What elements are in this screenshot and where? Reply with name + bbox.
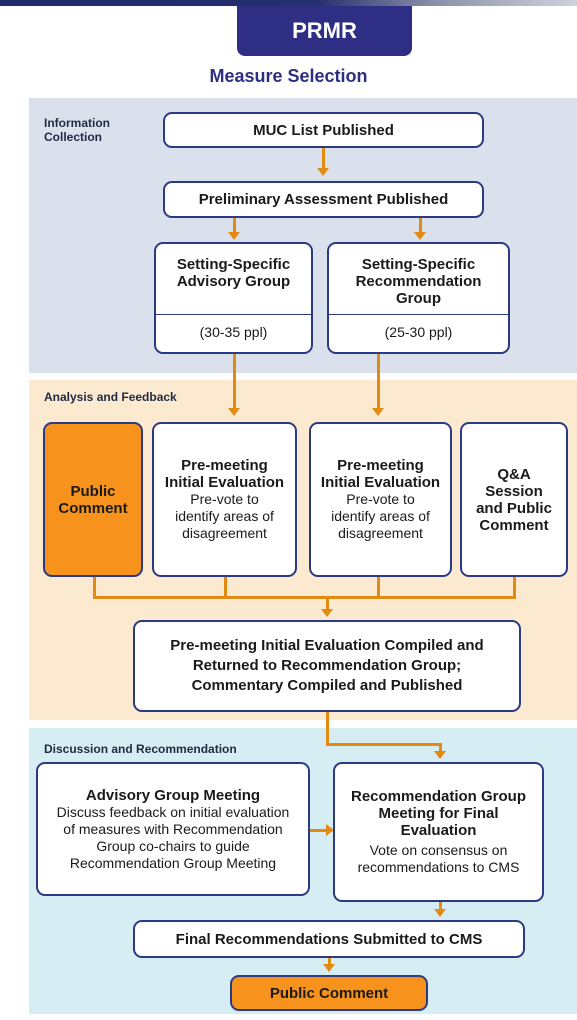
connector-rec-final xyxy=(439,901,442,911)
arrow-to-compiled xyxy=(321,609,333,617)
prmr-tab: PRMR xyxy=(237,6,412,56)
section-label-analysis: Analysis and Feedback xyxy=(44,390,177,404)
section-label-discussion: Discussion and Recommendation xyxy=(44,742,237,756)
pre1-desc: Pre-vote to identify areas of disagreeme… xyxy=(175,491,274,541)
adv-meeting-desc: Discuss feedback on initial evaluation o… xyxy=(56,803,290,871)
prmr-tab-label: PRMR xyxy=(292,18,357,43)
arrow-to-final xyxy=(434,909,446,917)
muc-label: MUC List Published xyxy=(253,121,394,139)
connector-prelim-advisory xyxy=(233,217,236,234)
connector-to-rec-meeting xyxy=(439,743,442,753)
box-recommendation-group-meeting: Recommendation Group Meeting for Final E… xyxy=(333,762,544,902)
connector-compiled-down xyxy=(326,710,329,746)
box-advisory-group: Setting-Specific Advisory Group (30-35 p… xyxy=(154,242,313,354)
connector-prelim-recgroup xyxy=(419,217,422,234)
box-preliminary-assessment: Preliminary Assessment Published xyxy=(163,181,484,218)
pre2-desc: Pre-vote to identify areas of disagreeme… xyxy=(331,491,430,541)
connector-adv-to-rec xyxy=(308,829,328,832)
box-public-comment-final: Public Comment xyxy=(230,975,428,1011)
box-pre-meeting-eval-1: Pre-meeting Initial Evaluation Pre-vote … xyxy=(152,422,297,577)
box-recommendation-group: Setting-Specific Recommendation Group (2… xyxy=(327,242,510,354)
box-final-recommendations: Final Recommendations Submitted to CMS xyxy=(133,920,525,958)
box-qa-session: Q&A Session and Public Comment xyxy=(460,422,568,577)
arrow-to-pre2 xyxy=(372,408,384,416)
box-public-comment-analysis: Public Comment xyxy=(43,422,143,577)
arrow-to-pre1 xyxy=(228,408,240,416)
connector-compiled-right xyxy=(326,743,442,746)
arrow-to-advisory xyxy=(228,232,240,240)
connector-merge-down xyxy=(326,596,329,610)
connector-drop-pre1 xyxy=(224,575,227,598)
connector-drop-pre2 xyxy=(377,575,380,598)
recommendation-group-title: Setting-Specific Recommendation Group xyxy=(355,256,482,307)
arrow-to-recgroup xyxy=(414,232,426,240)
advisory-group-size: (30-35 ppl) xyxy=(156,314,311,341)
compiled-label: Pre-meeting Initial Evaluation Compiled … xyxy=(170,637,484,694)
connector-muc-prelim xyxy=(322,147,325,170)
public-comment-1-label: Public Comment xyxy=(58,482,128,517)
connector-drop-qa xyxy=(513,575,516,598)
rec-meeting-title: Recommendation Group Meeting for Final E… xyxy=(350,788,526,839)
prelim-label: Preliminary Assessment Published xyxy=(198,191,449,208)
connector-final-public xyxy=(328,956,331,966)
adv-meeting-title: Advisory Group Meeting xyxy=(85,786,261,804)
connector-drop-public xyxy=(93,575,96,598)
public-comment-2-label: Public Comment xyxy=(269,984,389,1002)
connector-advisory-pre1 xyxy=(233,353,236,410)
rec-meeting-desc: Vote on consensus on recommendations to … xyxy=(357,842,520,875)
arrow-to-rec-meeting xyxy=(434,751,446,759)
connector-recgroup-pre2 xyxy=(377,353,380,410)
pre2-title: Pre-meeting Initial Evaluation xyxy=(320,457,441,491)
box-evaluation-compiled: Pre-meeting Initial Evaluation Compiled … xyxy=(133,620,521,712)
diagram-subtitle: Measure Selection xyxy=(209,66,368,86)
advisory-group-title: Setting-Specific Advisory Group xyxy=(176,256,291,290)
box-pre-meeting-eval-2: Pre-meeting Initial Evaluation Pre-vote … xyxy=(309,422,452,577)
connector-merge-line xyxy=(93,596,516,599)
arrow-to-prelim xyxy=(317,168,329,176)
arrow-to-public-comment xyxy=(323,964,335,972)
qa-label: Q&A Session and Public Comment xyxy=(476,465,552,534)
pre1-title: Pre-meeting Initial Evaluation xyxy=(164,457,285,491)
final-label: Final Recommendations Submitted to CMS xyxy=(175,930,483,948)
section-label-information: Information Collection xyxy=(44,116,110,144)
arrow-adv-to-rec xyxy=(326,824,334,836)
box-muc-list-published: MUC List Published xyxy=(163,112,484,148)
top-banner-strip xyxy=(0,0,577,6)
box-advisory-group-meeting: Advisory Group Meeting Discuss feedback … xyxy=(36,762,310,896)
recommendation-group-size: (25-30 ppl) xyxy=(329,314,508,341)
